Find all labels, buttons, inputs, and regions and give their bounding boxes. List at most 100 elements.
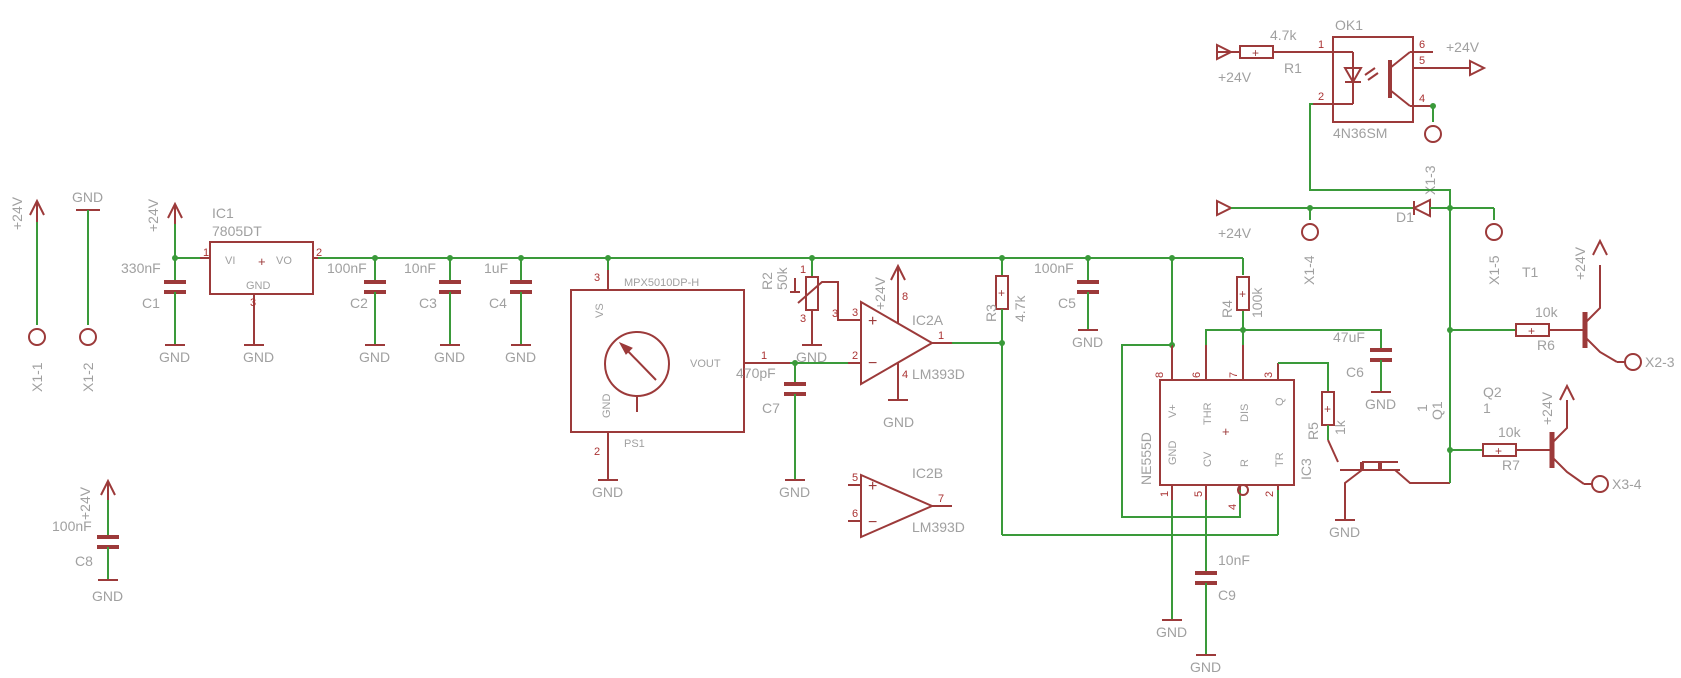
- svg-text:+24V: +24V: [1218, 225, 1252, 241]
- svg-text:GND: GND: [246, 280, 271, 292]
- svg-text:2: 2: [1264, 491, 1276, 497]
- svg-text:+: +: [1324, 402, 1331, 416]
- ok1-output-nets: +24V X1-3: [1309, 39, 1487, 215]
- svg-text:+24V: +24V: [1446, 39, 1480, 55]
- svg-text:+24V: +24V: [1218, 69, 1252, 85]
- label-ic2b-name: IC2B: [912, 465, 943, 481]
- svg-text:2: 2: [1318, 91, 1324, 103]
- svg-text:+: +: [1252, 46, 1259, 60]
- svg-text:1: 1: [1414, 404, 1430, 412]
- label-ps1-part: MPX5010DP-H: [624, 277, 699, 289]
- svg-text:1: 1: [203, 247, 209, 259]
- svg-text:GND: GND: [434, 349, 465, 365]
- svg-text:+24V: +24V: [145, 198, 161, 232]
- svg-text:10k: 10k: [1498, 424, 1522, 440]
- resistor-r4: + R4 100k: [1172, 257, 1265, 318]
- capacitor-c6: 47uF C6 GND: [1333, 329, 1396, 412]
- svg-text:GND: GND: [592, 484, 623, 500]
- svg-text:100k: 100k: [1249, 287, 1265, 318]
- comparator-ic2a: + − 3 2 1 8 4 IC2A LM393D GND +24V: [848, 263, 1002, 430]
- svg-text:R4: R4: [1219, 300, 1235, 318]
- label-x1-2: X1-2: [80, 362, 96, 392]
- svg-text:3: 3: [594, 272, 600, 284]
- label-ok1-part: 4N36SM: [1333, 125, 1387, 141]
- svg-text:X1-4: X1-4: [1301, 255, 1317, 285]
- svg-text:2: 2: [852, 350, 858, 362]
- svg-text:5: 5: [1419, 55, 1425, 67]
- svg-text:TR: TR: [1274, 452, 1286, 467]
- svg-text:3: 3: [832, 308, 838, 320]
- svg-text:VS: VS: [594, 303, 606, 318]
- svg-text:+: +: [868, 478, 877, 495]
- diode-d1: D1 +24V X1-4 X1-5 T1: [1216, 198, 1539, 285]
- svg-text:C6: C6: [1346, 364, 1364, 380]
- svg-text:Q2: Q2: [1483, 384, 1502, 400]
- svg-text:3: 3: [852, 307, 858, 319]
- regulator-ic1: VI VO GND 1 2 3 + IC1 7805DT GND +24V: [145, 198, 322, 365]
- svg-text:DIS: DIS: [1239, 404, 1251, 422]
- svg-text:VI: VI: [225, 255, 235, 267]
- svg-text:7: 7: [938, 493, 944, 505]
- svg-text:1uF: 1uF: [484, 260, 508, 276]
- capacitor-c5: 100nF C5 GND: [1034, 258, 1103, 350]
- svg-text:−: −: [868, 514, 877, 531]
- label-c8-value: 100nF: [52, 518, 92, 534]
- svg-text:2: 2: [316, 247, 322, 259]
- svg-text:C2: C2: [350, 295, 368, 311]
- svg-text:5: 5: [1193, 491, 1205, 497]
- label-ok1-name: OK1: [1335, 17, 1363, 33]
- label-c8-name: C8: [75, 553, 93, 569]
- svg-text:+: +: [1495, 444, 1502, 458]
- svg-text:+24V: +24V: [77, 486, 93, 520]
- svg-text:4.7k: 4.7k: [1270, 27, 1297, 43]
- svg-text:6: 6: [1419, 39, 1425, 51]
- svg-text:−: −: [868, 355, 877, 372]
- svg-text:6: 6: [852, 508, 858, 520]
- optocoupler-ok1: 1 2 6 5 4 OK1 4N36SM: [1313, 17, 1433, 141]
- svg-text:R5: R5: [1305, 422, 1321, 440]
- label-ic3-part: NE555D: [1138, 432, 1154, 485]
- svg-text:VO: VO: [276, 255, 292, 267]
- svg-text:+: +: [1528, 324, 1535, 338]
- timer-ic3: + V+ THR DIS Q GND: [1121, 258, 1382, 675]
- svg-text:+24V: +24V: [872, 276, 888, 310]
- resistor-r1: + 4.7k R1 +24V: [1216, 27, 1313, 85]
- capacitor-c2: 100nF C2 GND: [327, 258, 390, 365]
- svg-text:4: 4: [902, 369, 908, 381]
- svg-text:GND: GND: [1365, 396, 1396, 412]
- connector-x1-1: +24V X1-1: [9, 196, 46, 392]
- label-ic3-name: IC3: [1298, 458, 1314, 480]
- svg-text:Q1: Q1: [1429, 401, 1445, 420]
- svg-text:4.7k: 4.7k: [1012, 295, 1028, 322]
- svg-text:3: 3: [800, 313, 806, 325]
- label-ic1-part: 7805DT: [212, 223, 262, 239]
- svg-text:X3-4: X3-4: [1612, 476, 1642, 492]
- svg-text:GND: GND: [1072, 334, 1103, 350]
- capacitor-c3: 10nF C3 GND: [404, 258, 465, 365]
- potentiometer-r2: R2 50k 1 3 3 GND: [759, 258, 860, 365]
- capacitor-c4: 1uF C4 GND: [484, 258, 536, 365]
- svg-text:V+: V+: [1167, 404, 1179, 418]
- svg-text:X2-3: X2-3: [1645, 354, 1675, 370]
- svg-text:+: +: [868, 313, 877, 330]
- svg-text:GND: GND: [601, 394, 613, 419]
- svg-text:4: 4: [1419, 93, 1425, 105]
- svg-text:5: 5: [852, 472, 858, 484]
- svg-text:GND: GND: [1156, 624, 1187, 640]
- svg-text:8: 8: [902, 291, 908, 303]
- svg-text:VOUT: VOUT: [690, 358, 721, 370]
- svg-text:GND: GND: [1190, 659, 1221, 675]
- label-ic2a-name: IC2A: [912, 312, 944, 328]
- svg-text:1: 1: [761, 350, 767, 362]
- svg-text:10nF: 10nF: [1218, 552, 1250, 568]
- svg-text:GND: GND: [243, 349, 274, 365]
- label-ic1-name: IC1: [212, 205, 234, 221]
- svg-text:THR: THR: [1202, 402, 1214, 425]
- label-x1-1: X1-1: [29, 362, 45, 392]
- svg-text:GND: GND: [159, 349, 190, 365]
- svg-text:100nF: 100nF: [1034, 260, 1074, 276]
- capacitor-c1: 330nF C1 GND: [121, 258, 190, 365]
- label-ic2b-part: LM393D: [912, 519, 965, 535]
- svg-text:R3: R3: [983, 304, 999, 322]
